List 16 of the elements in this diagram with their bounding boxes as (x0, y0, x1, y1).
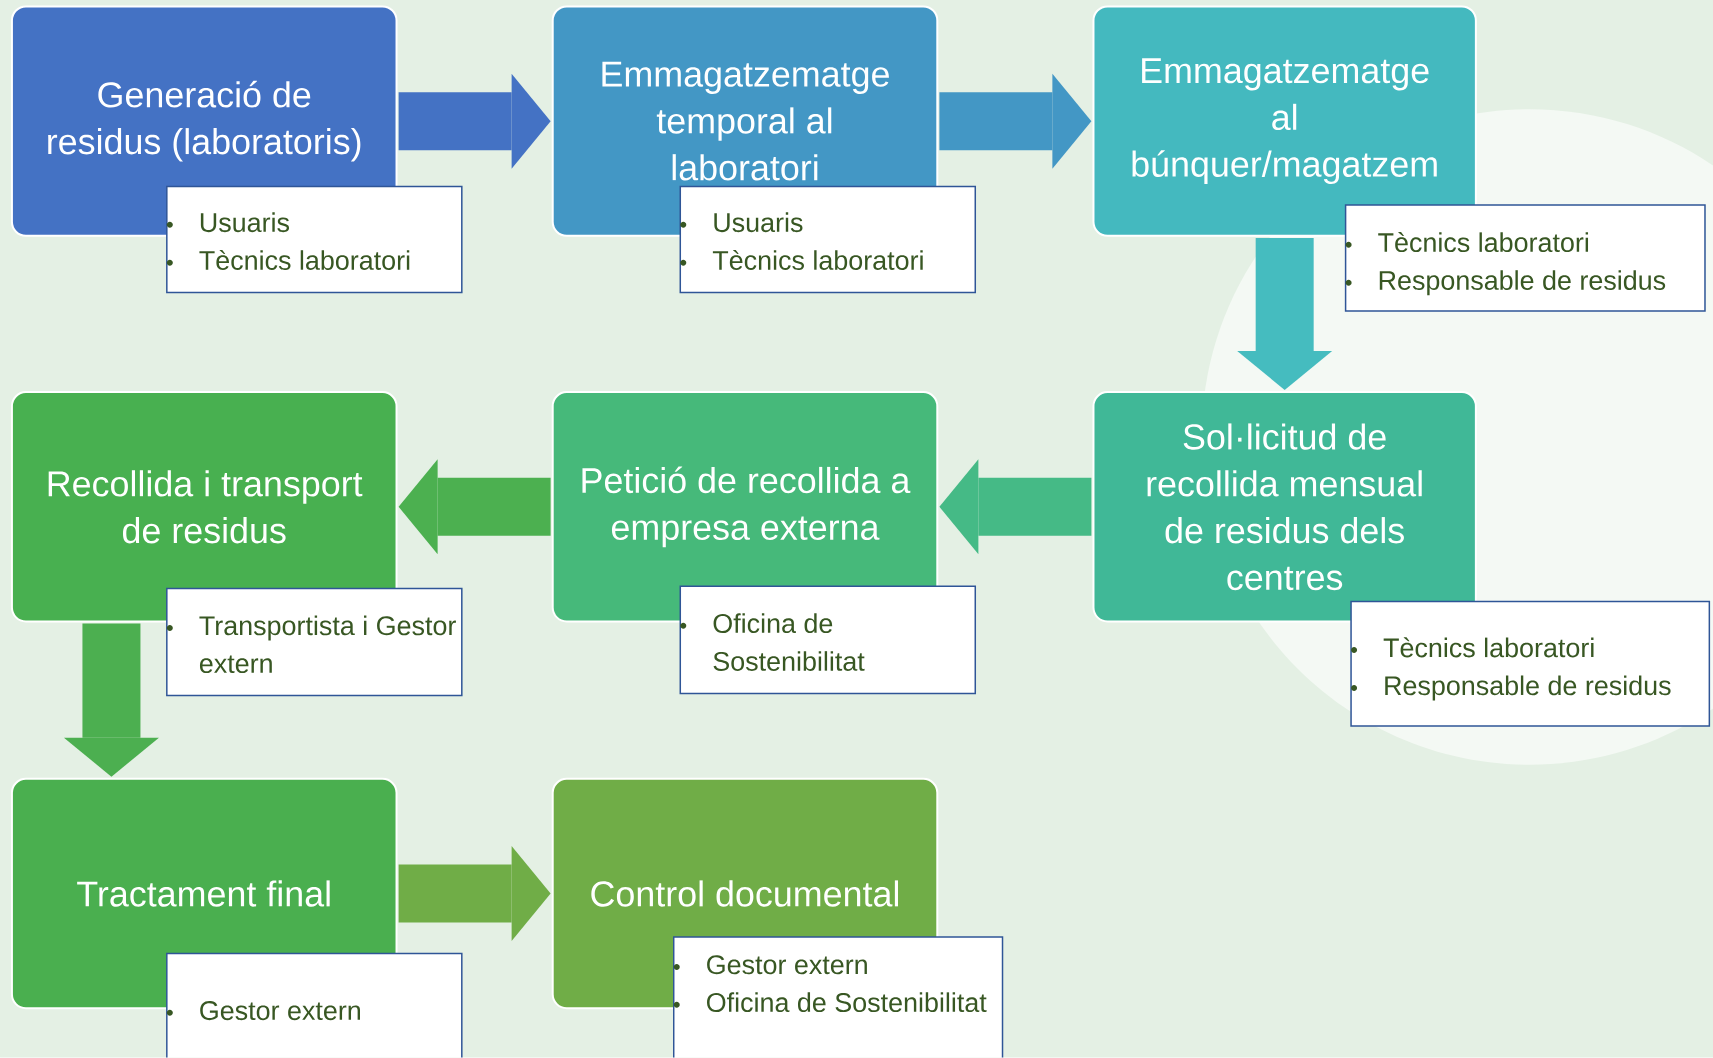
bullet-list-box: Gestor extern Oficina de Sostenibilitat (672, 936, 1004, 1058)
bullet-list-box: Usuaris Tècnics laboratori (166, 185, 463, 294)
bullet-list-box: Transportista i Gestor extern (166, 588, 463, 697)
block-arrow (398, 73, 551, 169)
block-arrow (939, 459, 1092, 555)
block-arrow (939, 73, 1092, 169)
block-arrow (398, 459, 551, 555)
block-arrow (63, 623, 159, 777)
bullet-list-box: Tècnics laboratori Responsable de residus (1350, 601, 1711, 728)
bullet-list-box: Oficina de Sostenibilitat (679, 585, 976, 695)
bullet-list-box: Tècnics laboratori Responsable de residus (1344, 204, 1706, 313)
block-arrow (1237, 238, 1333, 391)
bullet-list-box: Gestor extern (166, 952, 463, 1058)
process-box: Sol·licitud de recollida mensual de residus dels centres (1092, 391, 1477, 623)
block-arrow (398, 846, 551, 942)
bullet-list-box: Usuaris Tècnics laboratori (679, 185, 976, 294)
